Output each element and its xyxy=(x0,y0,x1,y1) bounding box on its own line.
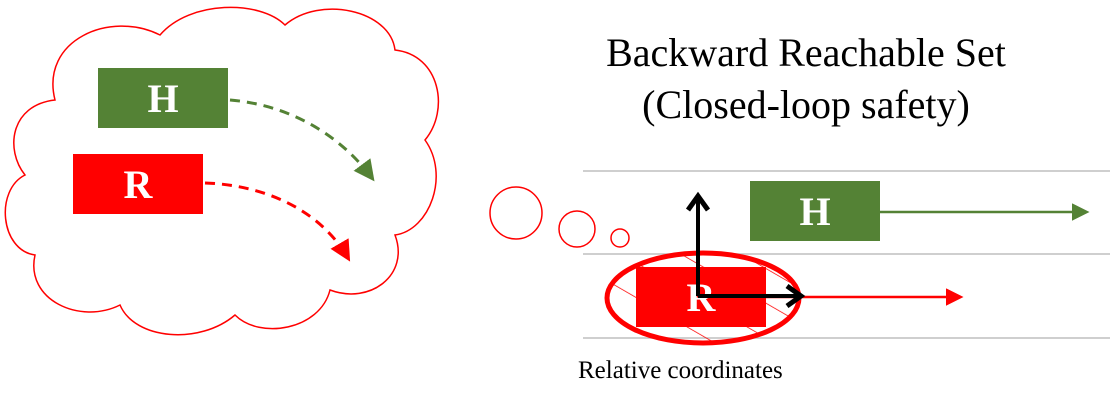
cloud-robot-trajectory xyxy=(204,181,351,262)
title-line-2: (Closed-loop safety) xyxy=(642,82,970,127)
cloud-human-box xyxy=(98,68,228,128)
thought-bubble-medium xyxy=(558,210,596,248)
cloud-robot-car: R xyxy=(73,154,203,214)
road-human-label: H xyxy=(799,189,830,234)
road-human-car: H xyxy=(750,181,880,241)
cloud-human-label: H xyxy=(147,76,178,121)
cloud-human-trajectory xyxy=(229,98,375,182)
thought-cloud xyxy=(4,6,440,336)
cloud-human-car: H xyxy=(98,68,228,128)
thought-bubble-large xyxy=(489,186,543,240)
thought-bubble-small xyxy=(610,228,630,248)
cloud-robot-label: R xyxy=(124,162,154,207)
title-line-1: Backward Reachable Set xyxy=(606,30,1006,75)
cloud-robot-box xyxy=(73,154,203,214)
caption-relative-coordinates: Relative coordinates xyxy=(578,357,783,384)
road-human-box xyxy=(750,181,880,241)
